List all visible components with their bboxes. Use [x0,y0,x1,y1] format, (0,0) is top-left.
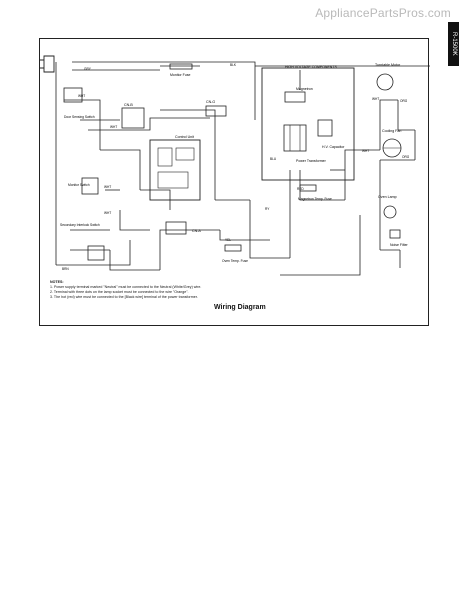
hv-capacitor-label: H.V. Capacitor [322,145,345,149]
oven-lamp-symbol [383,205,397,219]
power-plug-icon [40,55,55,73]
wire-tag-wht-4: WHT [362,149,369,153]
notes-line-2: 2. Terminal with three dots on the lamp … [50,290,189,294]
monitor-fuse-label: Monitor Fuse [170,73,190,77]
wire-tag-red: RED [297,187,304,191]
wire-tag-gry: GRY [84,67,92,71]
wire-tag-wht-3: WHT [372,97,379,101]
magnetron-temp-fuse-label: Magnetron Temp. Fuse [298,197,332,201]
turntable-motor-label: Turntable Motor [375,63,401,67]
noise-filter-symbol [389,229,401,239]
power-transformer-label: Power Transformer [296,159,327,163]
secondary-interlock-label: Secondary Interlock Switch [60,223,100,227]
magnetron-temp-fuse-symbol [299,184,317,192]
wire-top-main [72,61,256,120]
wire-tag-yel: YEL [225,238,231,242]
door-sensing-switch-symbol [63,87,83,103]
monitor-switch-symbol [81,177,99,195]
wire-tag-blu: BLU [270,157,277,161]
secondary-interlock-symbol [87,245,105,261]
wire-tag-wht-2: WHT [110,125,117,129]
monitor-fuse-symbol [169,63,193,70]
oven-lamp-label: Oven Lamp [378,195,397,199]
notes-line-1: 1. Power supply terminal marked "Neutral… [50,285,202,289]
cn-g-label: CN-G [206,100,215,104]
wire-tag-wht-1: WHT [78,94,85,98]
cn-g-connector [205,105,227,117]
wire-tag-blk: BLK [230,63,237,67]
hv-capacitor-symbol [317,119,333,137]
watermark: AppliancePartsPros.com [315,6,451,20]
cooling-fan-label: Cooling Fan [382,129,401,133]
notes-heading: NOTES: [50,280,64,284]
control-unit-box [149,139,201,201]
door-sensing-switch-label: Door Sensing Switch [64,115,95,119]
magnetron-label: Magnetron [296,87,313,91]
wire-tag-ry: RY [265,207,270,211]
hv-components-box [261,67,355,181]
cn-b-label: CN-B [124,103,133,107]
turntable-motor-symbol [376,73,394,91]
wire-tag-wht-6: WHT [104,211,111,215]
wire-tag-org-2: ORG [402,155,410,159]
cn-a-label: CN-A [192,229,201,233]
oven-temp-fuse-label: Oven Temp. Fuse [222,259,248,263]
oven-temp-fuse-symbol [224,244,242,252]
monitor-switch-label: Monitor Switch [68,183,90,187]
notes-line-3: 3. The hot (red) wire must be connected … [50,295,198,299]
noise-filter-label: Noise Filter [390,243,409,247]
diagram-frame [39,38,429,326]
power-transformer-symbol [283,124,307,152]
notes-block: NOTES: 1. Power supply terminal marked "… [50,280,310,300]
cn-b-connector [121,107,145,129]
wire-tag-wht-5: WHT [104,185,111,189]
wire-tag-org: ORG [400,99,408,103]
diagram-title: Wiring Diagram [214,304,266,311]
hv-components-label: HIGH VOLTAGE COMPONENTS [285,65,337,69]
control-unit-label: Control Unit [175,135,194,139]
magnetron-symbol [284,91,306,103]
wire-tag-brn: BRN [62,267,69,271]
page-id-tab: R-1500K [448,22,459,66]
cn-a-connector [165,221,187,235]
